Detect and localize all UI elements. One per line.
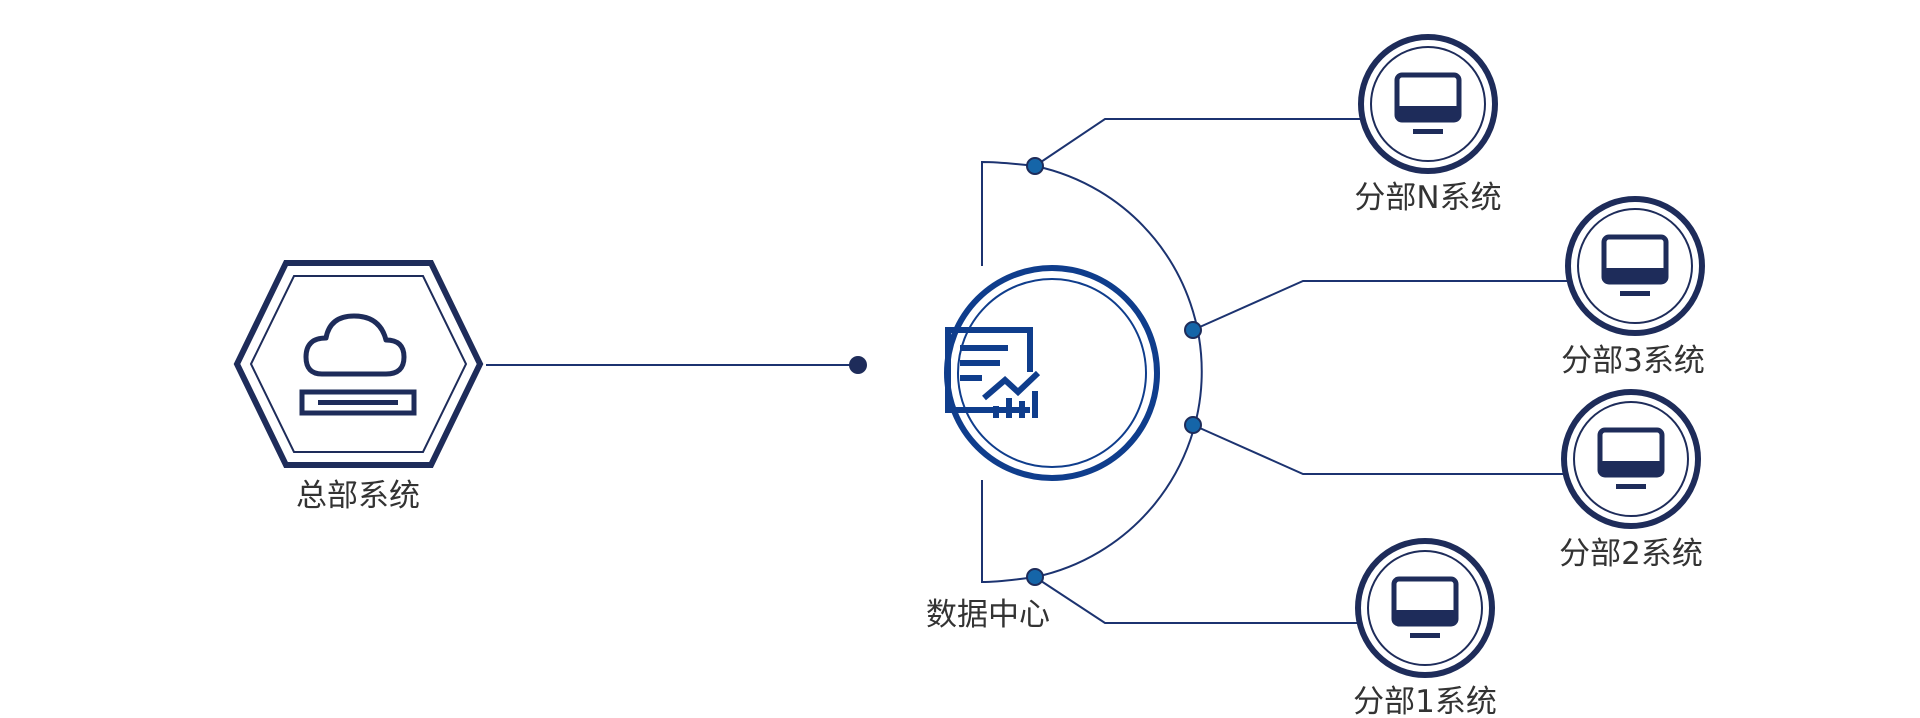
branch-label: 分部2系统 bbox=[1559, 536, 1703, 572]
branch-connectors bbox=[1034, 118, 1570, 624]
branch-label: 分部N系统 bbox=[1354, 180, 1501, 216]
hq-connector bbox=[486, 356, 867, 374]
report-chart-icon bbox=[945, 327, 1041, 418]
branch-node-n: 分部N系统 bbox=[1354, 34, 1502, 216]
junction-dot bbox=[1026, 157, 1044, 175]
junction-dot bbox=[1184, 416, 1202, 434]
branch-node-3: 分部3系统 bbox=[1561, 196, 1705, 379]
monitor-icon bbox=[1597, 427, 1665, 489]
junction-dot bbox=[1184, 321, 1202, 339]
branch-label: 分部3系统 bbox=[1561, 343, 1705, 379]
branch-label: 分部1系统 bbox=[1353, 684, 1497, 718]
data-center-node: 数据中心 bbox=[926, 265, 1160, 633]
data-center-label: 数据中心 bbox=[926, 597, 1050, 633]
monitor-icon bbox=[1601, 234, 1669, 296]
headquarters-label: 总部系统 bbox=[296, 478, 420, 514]
branch-node-2: 分部2系统 bbox=[1559, 389, 1703, 572]
headquarters-node: 总部系统 bbox=[233, 260, 484, 514]
monitor-icon bbox=[1391, 576, 1459, 638]
arc-junctions bbox=[1026, 157, 1202, 586]
hexagon-outer bbox=[233, 260, 484, 468]
hexagon-inner bbox=[249, 275, 468, 453]
junction-dot bbox=[1026, 568, 1044, 586]
monitor-icon bbox=[1394, 72, 1462, 134]
cloud-server-icon bbox=[299, 313, 417, 416]
branch-node-1: 分部1系统 bbox=[1353, 538, 1497, 718]
